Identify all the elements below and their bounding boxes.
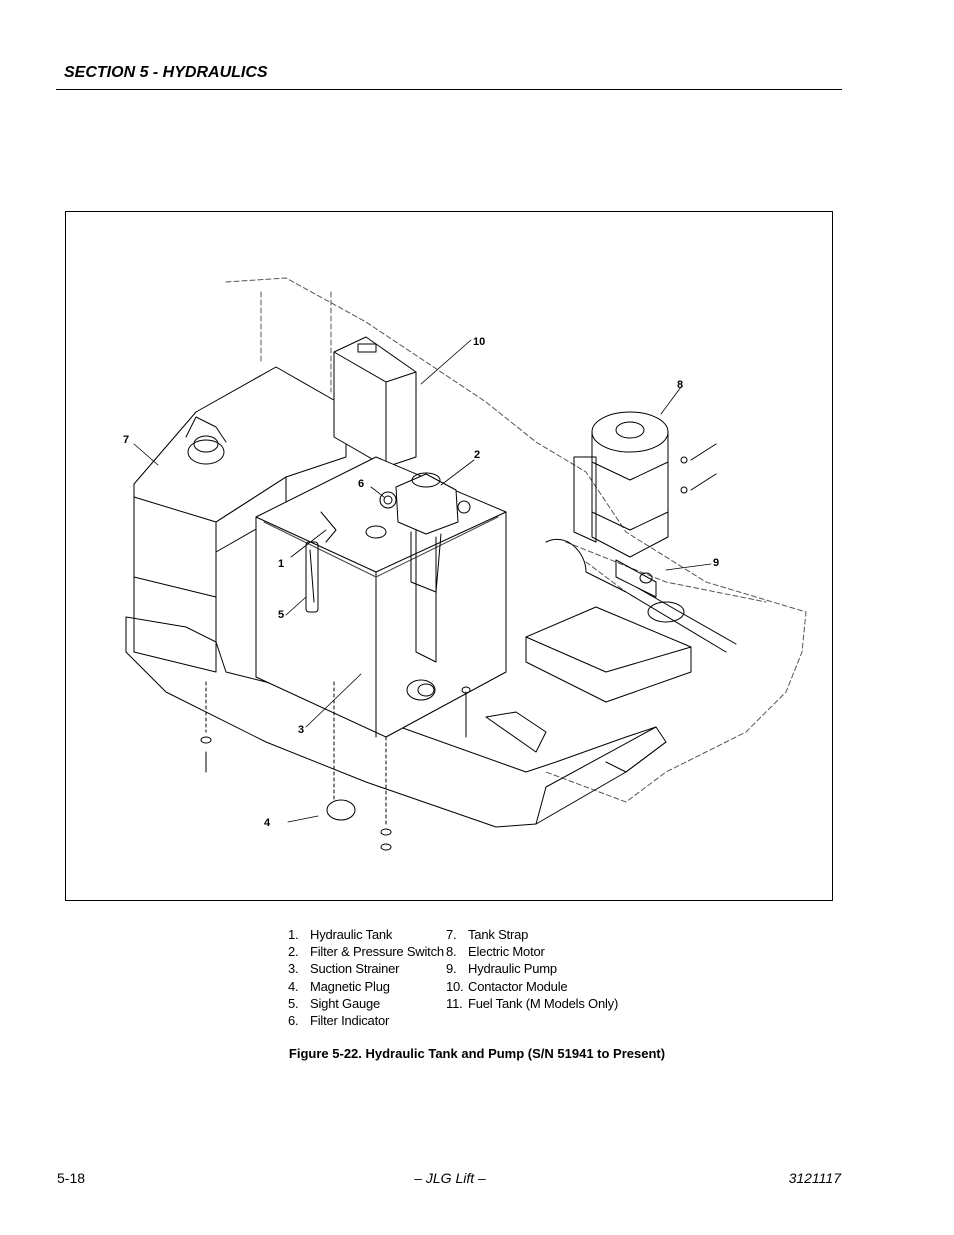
legend-number: 5. xyxy=(288,995,299,1011)
section-title: SECTION 5 - HYDRAULICS xyxy=(64,64,268,81)
contactor-module xyxy=(333,336,417,468)
legend-label: Fuel Tank (M Models Only) xyxy=(468,995,619,1011)
legend-column-1: 1. Hydraulic Tank 2. Filter & Pressure Swi… xyxy=(288,926,444,1029)
base-plate xyxy=(125,616,667,828)
exploded-view-drawing: 1 2 3 4 5 6 7 8 9 10 xyxy=(123,277,807,851)
legend-label: Contactor Module xyxy=(468,978,568,994)
callout-9: 9 xyxy=(713,557,719,569)
callout-7: 7 xyxy=(123,434,129,446)
callout-6: 6 xyxy=(358,478,364,490)
legend-item: 2. Filter & Pressure Switch xyxy=(288,943,444,960)
legend-number: 1. xyxy=(288,927,299,942)
fuel-tank xyxy=(133,366,347,673)
hardware xyxy=(200,443,717,851)
legend-number: 6. xyxy=(288,1013,299,1029)
figure-caption: Figure 5-22. Hydraulic Tank and Pump (S/… xyxy=(288,1046,666,1061)
legend-number: 7. xyxy=(446,927,457,942)
header-rule xyxy=(56,89,842,90)
legend-number: 9. xyxy=(446,961,457,977)
document-number: 3121117 xyxy=(788,1170,841,1186)
legend-label: Magnetic Plug xyxy=(310,978,390,994)
pump-bracket xyxy=(525,538,737,703)
legend-label: Tank Strap xyxy=(468,927,529,942)
legend-number: 10. xyxy=(446,978,464,994)
legend-label: Hydraulic Pump xyxy=(468,961,557,977)
callout-10: 10 xyxy=(473,336,485,348)
legend-item: 6. Filter Indicator xyxy=(288,1012,444,1029)
legend-number: 4. xyxy=(288,978,299,994)
legend-number: 11. xyxy=(446,995,463,1011)
callout-8: 8 xyxy=(677,379,683,391)
legend-item: 11. Fuel Tank (M Models Only) xyxy=(446,995,618,1012)
legend-item: 8. Electric Motor xyxy=(446,943,618,960)
leader-lines xyxy=(133,339,712,823)
legend-item: 3. Suction Strainer xyxy=(288,960,444,977)
legend-number: 8. xyxy=(446,944,457,960)
electric-motor xyxy=(573,411,669,598)
legend-number: 2. xyxy=(288,944,299,960)
chassis-frame xyxy=(225,277,807,803)
legend-item: 5. Sight Gauge xyxy=(288,995,444,1012)
legend-label: Filter & Pressure Switch xyxy=(310,944,444,960)
legend-item: 1. Hydraulic Tank xyxy=(288,926,444,943)
legend-item: 9. Hydraulic Pump xyxy=(446,960,618,977)
legend-item: 7. Tank Strap xyxy=(446,926,618,943)
callout-5: 5 xyxy=(278,609,284,621)
filter-assembly xyxy=(379,472,471,593)
callout-3: 3 xyxy=(298,724,304,736)
legend-label: Hydraulic Tank xyxy=(310,927,393,942)
callout-4: 4 xyxy=(264,817,271,829)
legend-number: 3. xyxy=(288,961,299,977)
legend-label: Suction Strainer xyxy=(310,961,400,977)
page-number: 5-18 xyxy=(57,1170,86,1186)
legend-item: 4. Magnetic Plug xyxy=(288,978,444,995)
legend-column-2: 7. Tank Strap 8. Electric Motor 9. Hydrauli… xyxy=(446,926,618,1012)
callout-2: 2 xyxy=(474,449,480,461)
figure-frame: 1 2 3 4 5 6 7 8 9 10 xyxy=(65,211,833,901)
legend-item: 10.Contactor Module xyxy=(446,978,618,995)
legend-label: Electric Motor xyxy=(468,944,545,960)
callout-1: 1 xyxy=(278,558,284,570)
legend-label: Sight Gauge xyxy=(310,995,381,1011)
legend-label: Filter Indicator xyxy=(310,1013,390,1029)
footer-publisher: – JLG Lift – xyxy=(414,1170,486,1186)
